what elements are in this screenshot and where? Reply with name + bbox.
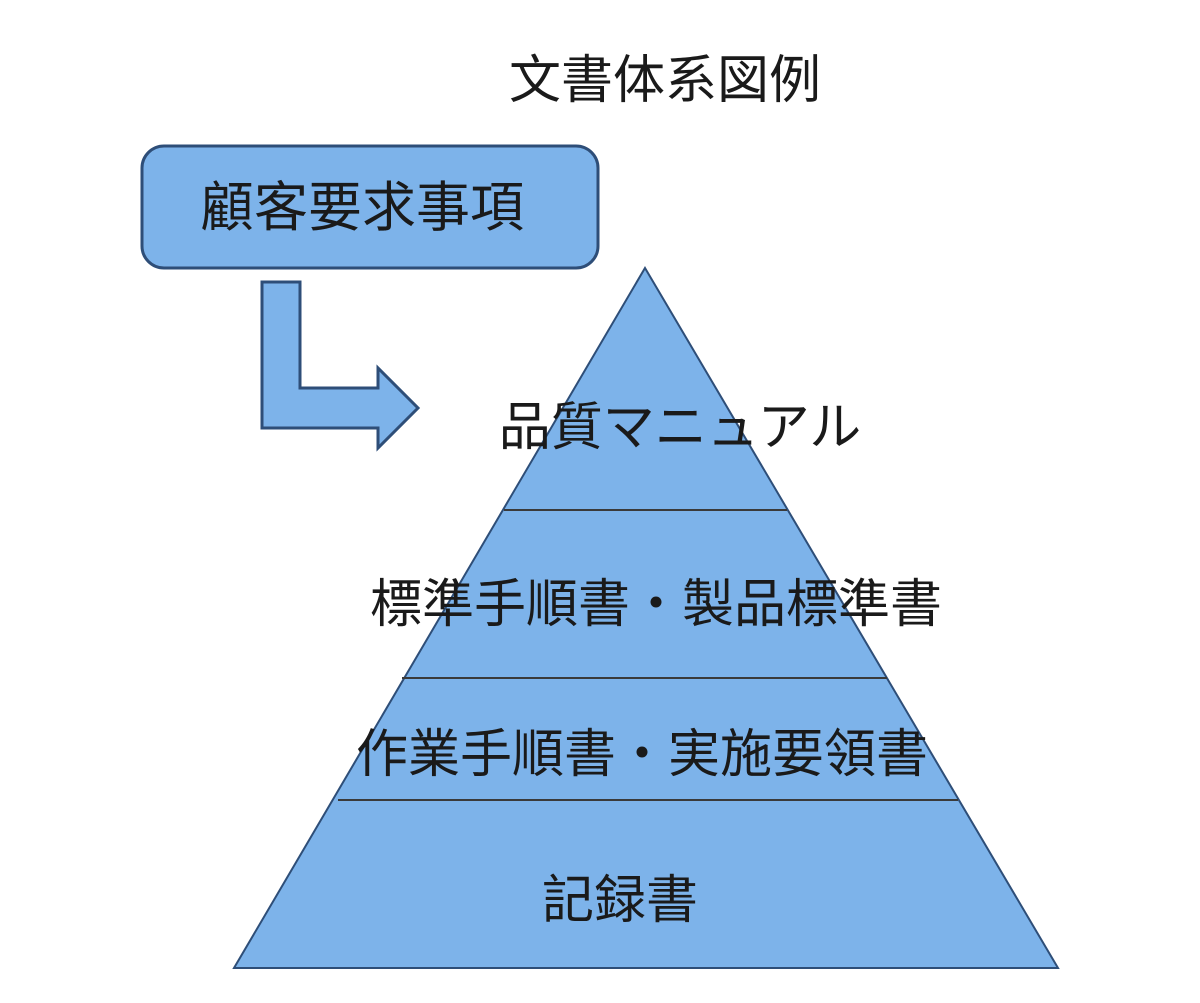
diagram-title: 文書体系図例 — [509, 51, 821, 111]
bent-arrow-icon — [260, 280, 421, 452]
tier-label-standard-procedures: 標準手順書・製品標準書 — [370, 575, 942, 635]
requirement-box-label: 顧客要求事項 — [200, 176, 524, 239]
tier-label-records: 記録書 — [542, 871, 698, 931]
tier-label-quality-manual: 品質マニュアル — [499, 398, 861, 458]
tier-label-work-procedures: 作業手順書・実施要領書 — [356, 725, 928, 785]
pyramid-shape — [232, 266, 1060, 969]
requirement-box — [140, 144, 600, 270]
